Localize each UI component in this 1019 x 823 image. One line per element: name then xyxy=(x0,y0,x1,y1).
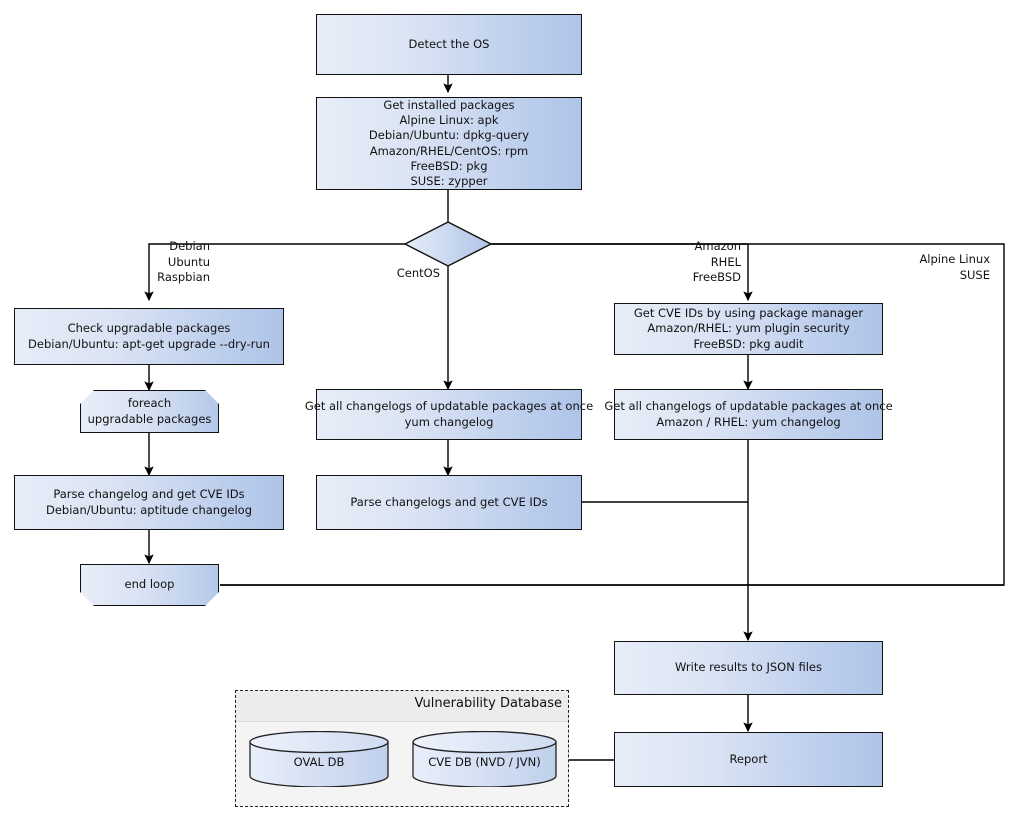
cylinder-icon xyxy=(412,730,557,788)
node-report-label: Report xyxy=(729,751,768,766)
database-oval[interactable]: OVAL DB xyxy=(249,730,389,788)
database-cve[interactable]: CVE DB (NVD / JVN) xyxy=(412,730,557,788)
node-parse-changelogs-center-label: Parse changelogs and get CVE IDs xyxy=(350,494,548,509)
node-changelogs-right[interactable]: Get all changelogs of updatable packages… xyxy=(604,389,893,440)
cylinder-icon xyxy=(249,730,389,788)
node-write-results-label: Write results to JSON files xyxy=(675,660,822,675)
node-changelogs-center-label: Get all changelogs of updatable packages… xyxy=(304,399,594,429)
node-changelogs-center[interactable]: Get all changelogs of updatable packages… xyxy=(305,389,593,440)
node-end-loop[interactable]: end loop xyxy=(80,564,219,606)
node-detect-os[interactable]: Detect the OS xyxy=(316,14,582,75)
node-end-loop-label: end loop xyxy=(124,577,175,592)
database-cve-label: CVE DB (NVD / JVN) xyxy=(428,755,541,769)
vulnerability-database-group-header xyxy=(236,691,568,722)
node-detect-os-label: Detect the OS xyxy=(408,36,490,51)
node-changelogs-right-label: Get all changelogs of updatable packages… xyxy=(604,399,893,429)
database-oval-label: OVAL DB xyxy=(293,755,345,769)
node-parse-changelogs-center[interactable]: Parse changelogs and get CVE IDs xyxy=(316,475,582,530)
decision-diamond xyxy=(403,221,493,267)
node-report[interactable]: Report xyxy=(614,732,883,787)
vulnerability-database-title: Vulnerability Database xyxy=(414,696,562,711)
node-write-results[interactable]: Write results to JSON files xyxy=(614,641,883,695)
branch-label-centos: CentOS xyxy=(396,266,440,280)
